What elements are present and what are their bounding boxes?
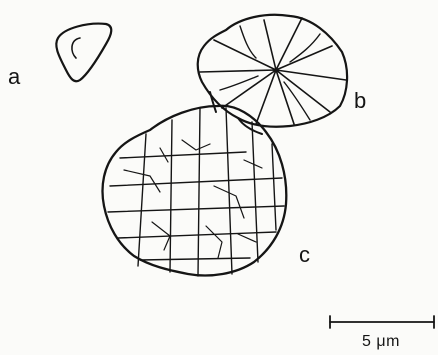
- label-a: a: [8, 66, 20, 88]
- label-b: b: [354, 90, 366, 112]
- scale-bar: [330, 316, 434, 328]
- scale-bar-label: 5 μm: [362, 334, 400, 350]
- colony-c: [103, 106, 287, 276]
- label-c: c: [299, 244, 310, 266]
- cluster-b: [198, 15, 347, 127]
- cell-a: [56, 24, 111, 82]
